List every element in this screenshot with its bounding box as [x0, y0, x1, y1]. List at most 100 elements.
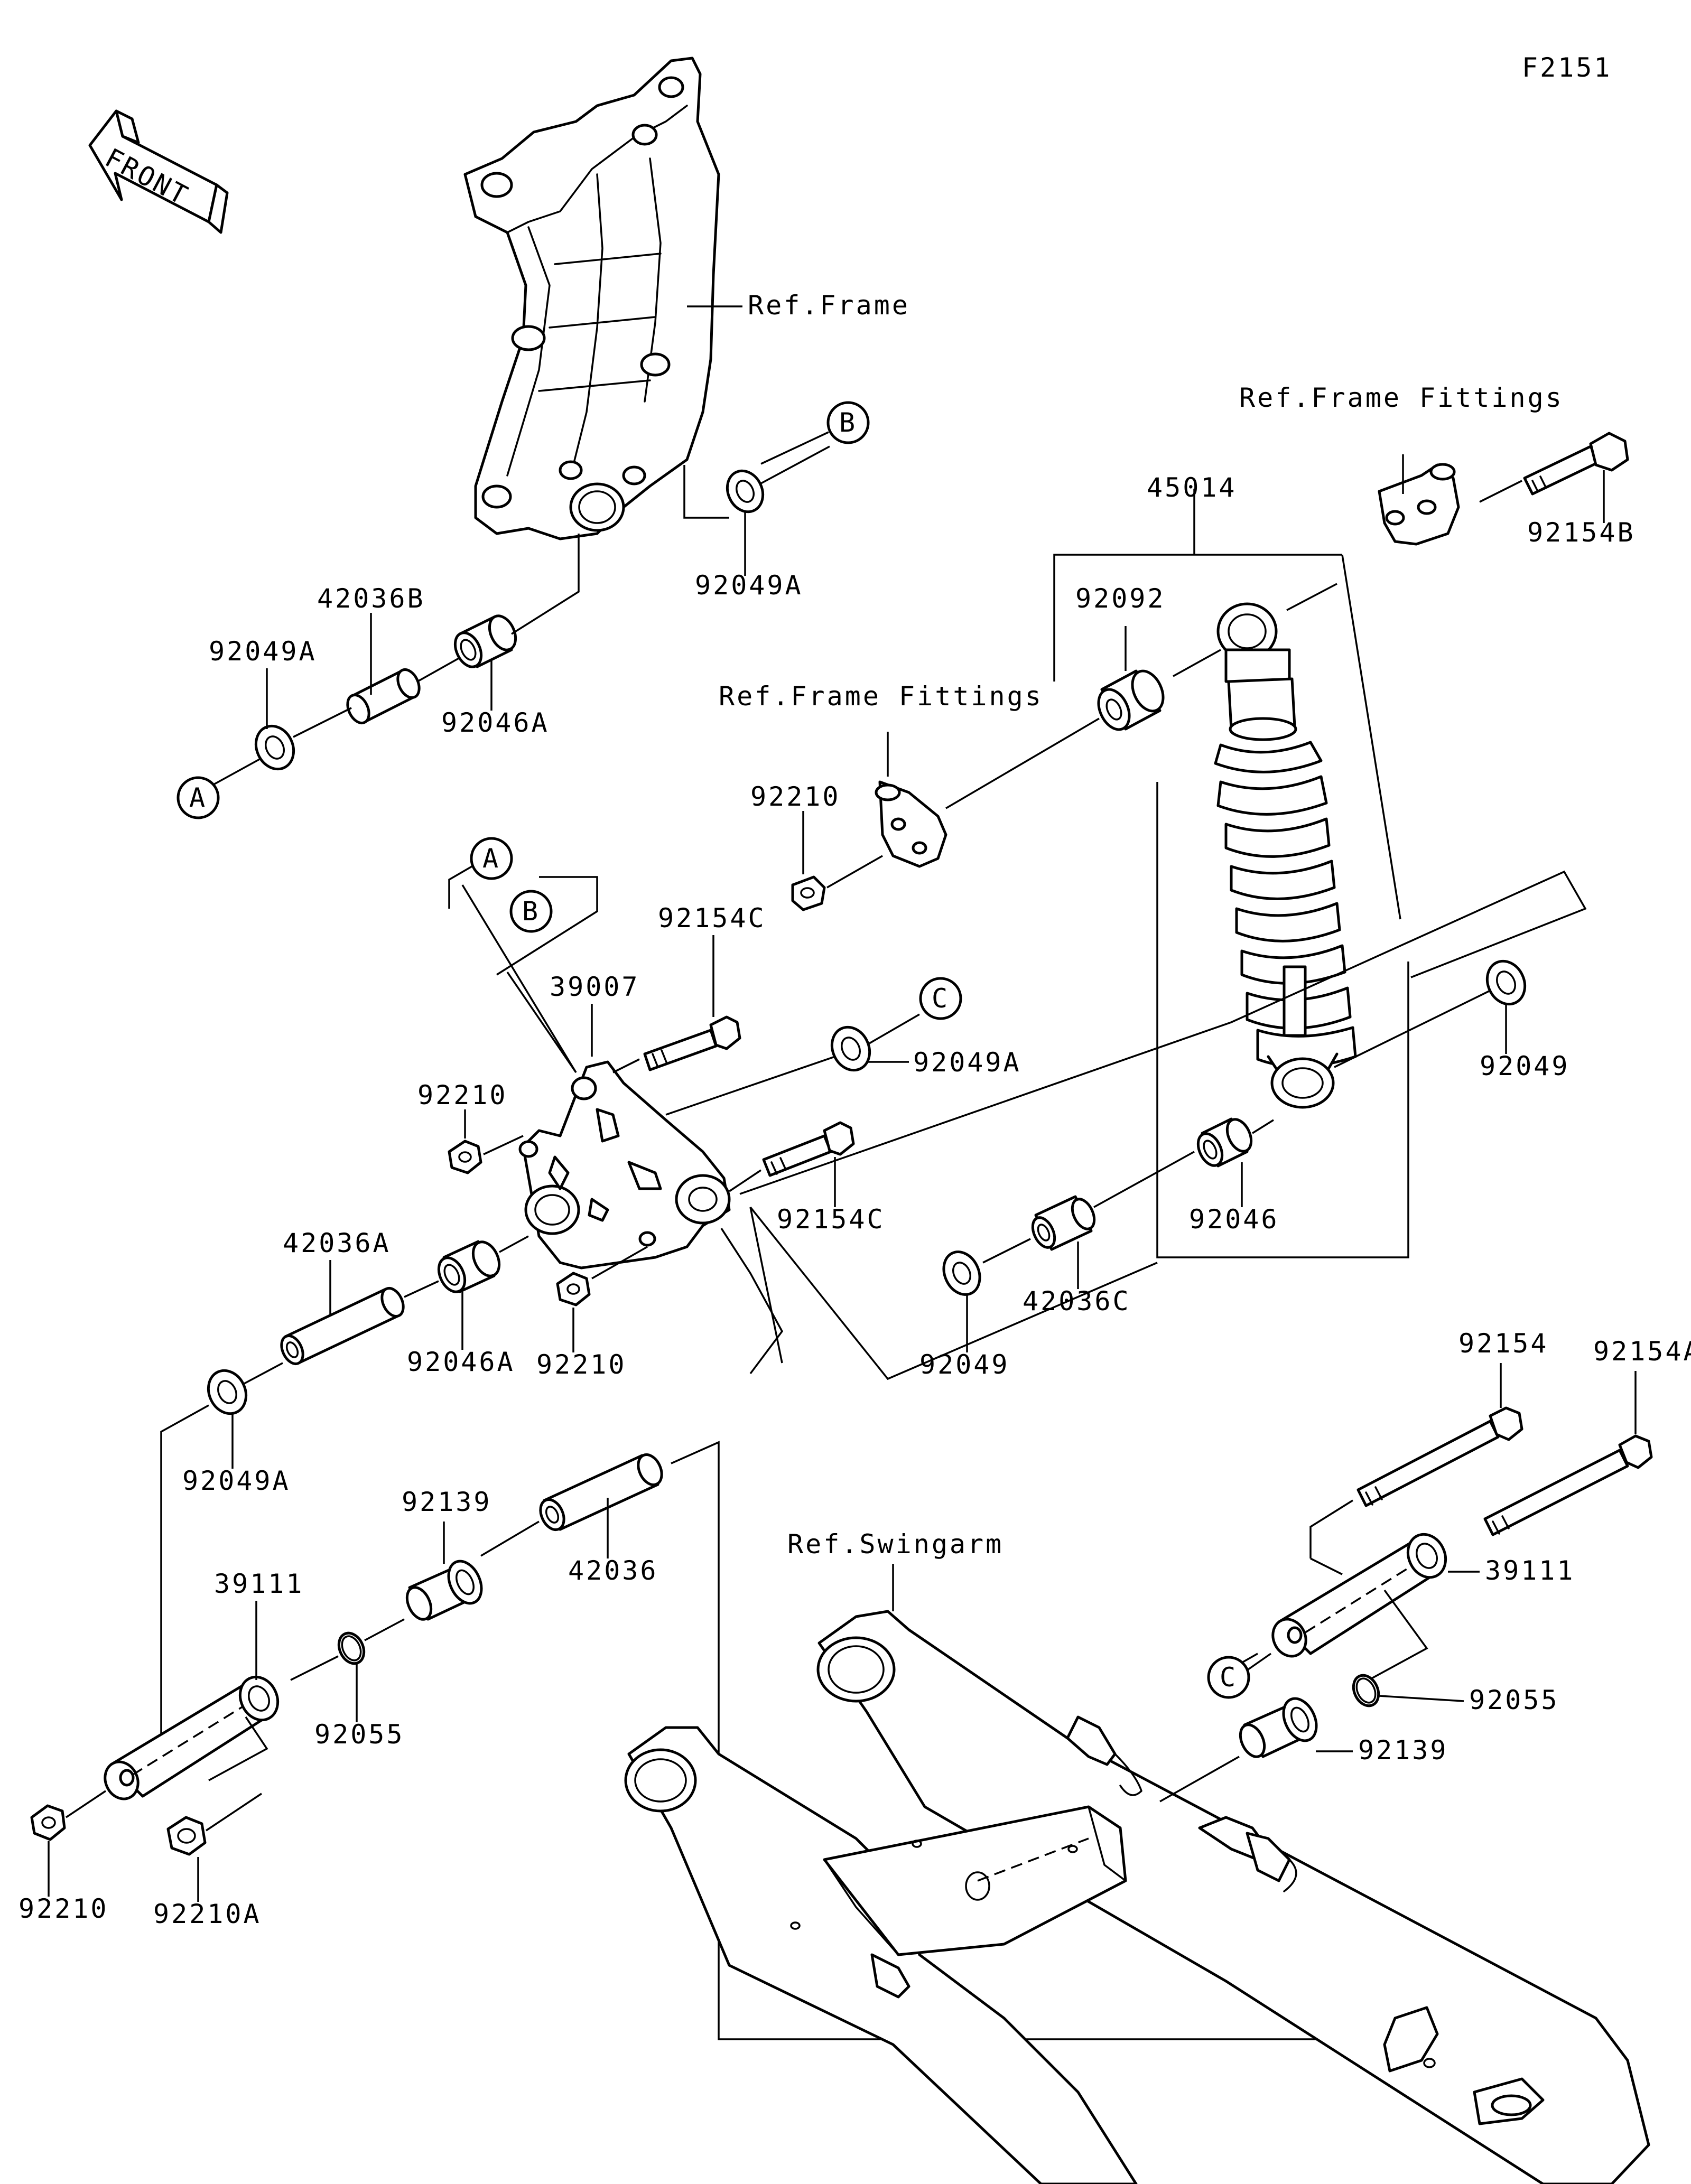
callout-b-mid: B — [509, 890, 553, 933]
label-42036C: 42036C — [1023, 1286, 1131, 1317]
front-arrow-icon: FRONT — [88, 109, 229, 234]
leader-callout-b-top — [760, 431, 829, 465]
leader-39111-left — [208, 1601, 268, 1781]
leader-92210-left — [464, 1109, 524, 1155]
rocker-arm-39007 — [518, 1060, 731, 1270]
svg-text:A: A — [189, 782, 207, 813]
leader-92210-mid — [572, 1246, 648, 1352]
frame-fitting-mid — [875, 780, 947, 868]
o-ring-92055-right — [1352, 1674, 1380, 1707]
label-92049A-mid: 92049A — [913, 1047, 1021, 1078]
leader-92210-upper — [802, 811, 883, 889]
label-92154C-lower: 92154C — [777, 1204, 885, 1235]
washer-92049-mid — [942, 1250, 981, 1296]
leader-92055-right — [1379, 1695, 1464, 1702]
label-45014: 45014 — [1147, 472, 1237, 503]
bolt-92154B — [1523, 432, 1629, 496]
collar-92092 — [1097, 669, 1165, 731]
figure-id: F2151 — [1522, 52, 1612, 83]
label-42036: 42036 — [568, 1555, 658, 1586]
leader-92154C-upper — [612, 935, 714, 1074]
bolt-92154A — [1483, 1434, 1653, 1536]
leader-92055-left — [290, 1618, 405, 1722]
nut-92210-bottom — [30, 1804, 66, 1841]
o-ring-92055-left — [337, 1631, 366, 1665]
bracket-a-b-mid — [461, 876, 598, 1073]
bushing-92139-left — [405, 1560, 483, 1621]
leader-42036A — [329, 1260, 439, 1315]
nut-92210A — [166, 1816, 207, 1856]
callout-b-top: B — [826, 401, 870, 444]
label-92049-mid: 92049 — [919, 1349, 1010, 1380]
bolt-92154C-lower — [762, 1121, 855, 1177]
axis-line-rocker-lower — [749, 1206, 1158, 1380]
label-92139-left: 92139 — [402, 1487, 492, 1517]
label-92046: 92046 — [1189, 1204, 1279, 1235]
label-39007: 39007 — [550, 972, 640, 1002]
leader-92046A-mid — [461, 1235, 529, 1350]
tie-rod-39111-left — [104, 1675, 280, 1800]
leader-42036 — [607, 1441, 1585, 2040]
ref-swingarm-label: Ref.Swingarm — [787, 1529, 1004, 1560]
label-92139-right: 92139 — [1358, 1735, 1448, 1766]
label-92210A: 92210A — [153, 1899, 262, 1929]
svg-text:C: C — [1220, 1662, 1238, 1693]
label-92046A-mid: 92046A — [407, 1347, 515, 1377]
bearing-92046A-mid — [437, 1240, 501, 1293]
washer-92049A-left — [254, 724, 295, 771]
bracket-frame-to-washer — [683, 465, 729, 519]
callout-c-mid: C — [919, 977, 962, 1020]
ref-frame-label: Ref.Frame — [748, 290, 910, 321]
bolt-92154 — [1356, 1406, 1523, 1507]
collar-42036 — [539, 1453, 663, 1531]
bearing-92046 — [1196, 1117, 1253, 1168]
label-92154A: 92154A — [1593, 1336, 1691, 1367]
leader-42036C — [982, 1151, 1195, 1289]
label-92210-upper: 92210 — [750, 781, 841, 812]
frame-part — [463, 57, 720, 540]
frame-fitting-top — [1378, 463, 1460, 546]
washer-92049A-top — [726, 469, 765, 514]
swingarm-part — [624, 1610, 1650, 2184]
label-92046A-top: 92046A — [441, 707, 550, 738]
label-92154C-upper: 92154C — [658, 903, 766, 934]
label-42036A: 42036A — [283, 1228, 391, 1258]
leader-45014-right — [1341, 554, 1401, 920]
bushing-92139-right — [1239, 1697, 1318, 1758]
bracket-shock-lower — [1156, 782, 1409, 1258]
bearing-92046A-top — [453, 614, 517, 668]
svg-text:B: B — [839, 407, 857, 438]
label-39111-right: 39111 — [1485, 1555, 1575, 1586]
bracket-45014 — [1053, 489, 1342, 682]
leader-92154C-lower — [729, 1157, 836, 1207]
leader-callout-c-right — [1247, 1653, 1272, 1670]
leader-callout-a-mid — [448, 865, 472, 909]
axis-line-shock-top — [1173, 583, 1337, 677]
axis-line-rocker-lower-3 — [749, 1207, 783, 1364]
leader-92049-right — [1334, 990, 1507, 1068]
axis-line-rocker-right — [739, 870, 1587, 1195]
label-92154: 92154 — [1458, 1328, 1549, 1359]
svg-text:B: B — [522, 896, 540, 927]
bracket-b-to-arm — [506, 972, 577, 1073]
nut-92210-left — [448, 1140, 482, 1174]
label-92055-left: 92055 — [314, 1719, 405, 1750]
collar-42036C — [1031, 1195, 1096, 1251]
axis-line-upper-left — [208, 534, 580, 788]
leader-92139-right — [1159, 1750, 1353, 1803]
label-92154B: 92154B — [1527, 517, 1636, 548]
ref-frame-fittings-mid-label: Ref.Frame Fittings — [719, 681, 1043, 712]
label-92210-left: 92210 — [417, 1080, 508, 1110]
label-39111-left: 39111 — [214, 1569, 304, 1599]
svg-text:C: C — [932, 983, 950, 1014]
rear-shock-absorber-45014 — [1214, 602, 1357, 1109]
label-92049A-low: 92049A — [182, 1466, 291, 1496]
label-92092: 92092 — [1075, 583, 1166, 614]
label-42036B: 42036B — [317, 583, 425, 614]
axis-line-92092 — [945, 717, 1100, 809]
collar-42036A — [280, 1287, 405, 1365]
leader-92049A-low — [160, 1362, 283, 1743]
leader-92154B — [1479, 470, 1605, 523]
axis-line-42036 — [480, 1520, 540, 1557]
